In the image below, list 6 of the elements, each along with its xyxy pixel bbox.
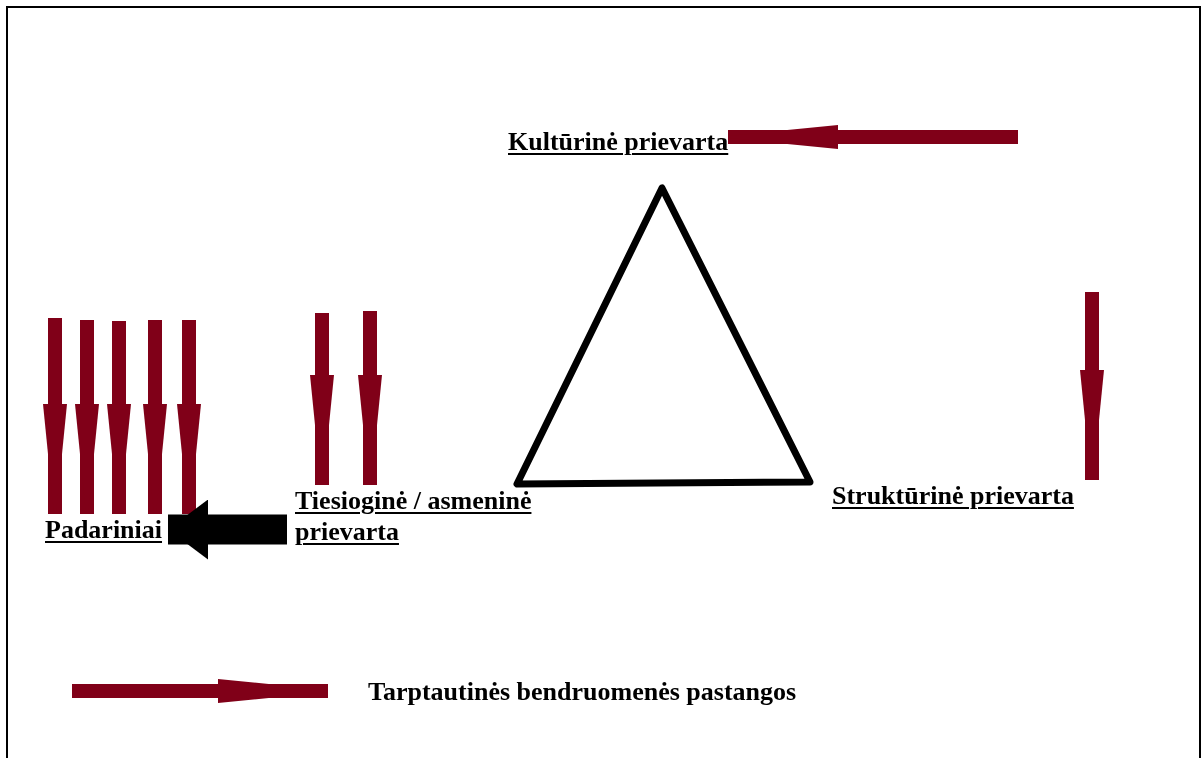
node-label: Kultūrinė prievarta (508, 126, 729, 157)
node-label: Padariniai (45, 514, 162, 545)
node-label: Tiesioginė / asmeninė prievarta (295, 485, 580, 547)
legend-text: Tarptautinės bendruomenės pastangos (368, 676, 797, 707)
node-label: Struktūrinė prievarta (832, 480, 1074, 511)
arrow (168, 499, 287, 560)
